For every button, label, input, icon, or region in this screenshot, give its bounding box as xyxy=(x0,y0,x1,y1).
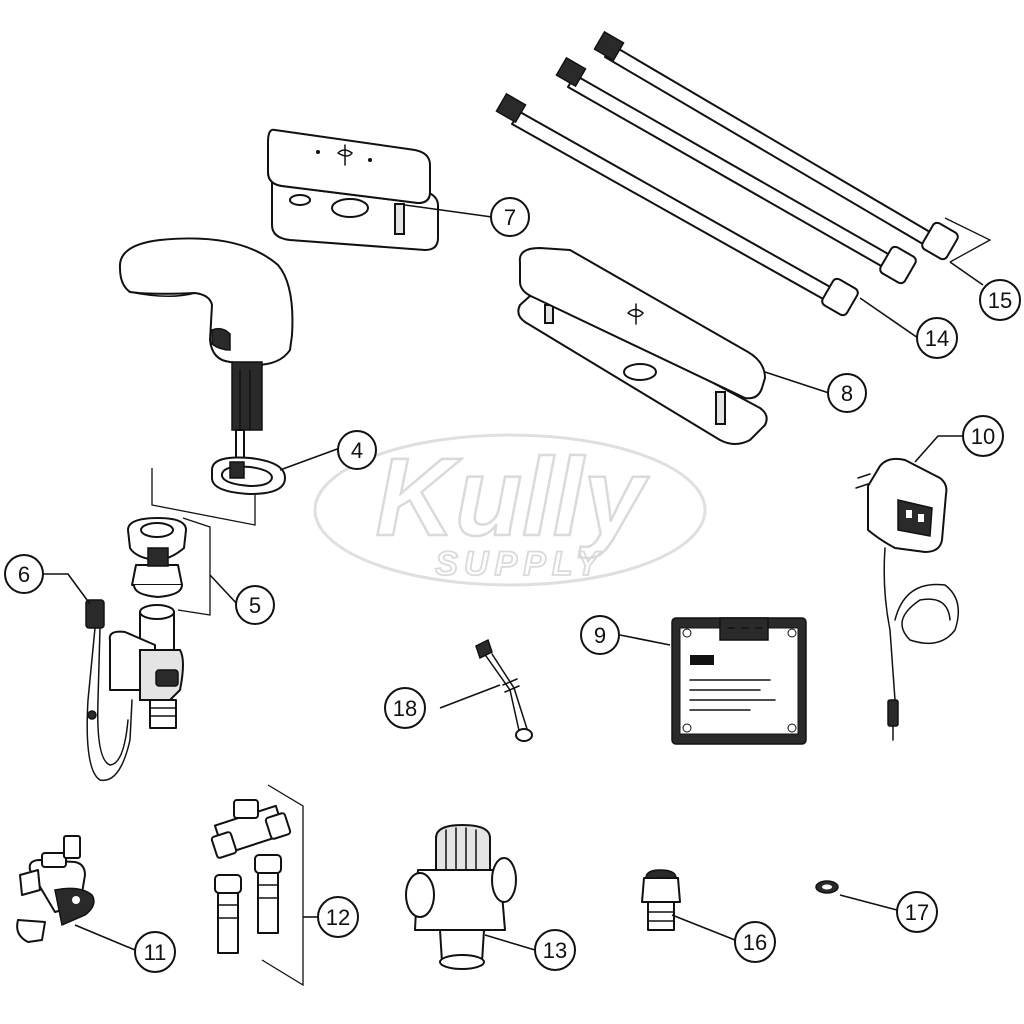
callout-12: 12 xyxy=(317,896,359,938)
callout-10: 10 xyxy=(962,415,1004,457)
watermark-logo: Kully SUPPLY xyxy=(313,433,707,587)
part-16-adapter-fitting xyxy=(641,869,681,931)
leader-lines xyxy=(40,204,984,951)
callout-14: 14 xyxy=(916,317,958,359)
callout-label: 17 xyxy=(905,900,929,925)
callout-9: 9 xyxy=(580,615,620,655)
callout-5: 5 xyxy=(235,585,275,625)
part-7-small-deck-plate xyxy=(267,128,439,251)
callout-label: 5 xyxy=(249,593,261,618)
callout-label: 14 xyxy=(925,326,949,351)
callout-label: 4 xyxy=(351,438,363,463)
callout-11: 11 xyxy=(134,931,176,973)
callout-7: 7 xyxy=(490,197,530,237)
callout-label: 10 xyxy=(971,424,995,449)
part-8-large-deck-plate xyxy=(517,247,768,445)
faucet-spout xyxy=(118,237,294,459)
callout-label: 9 xyxy=(594,623,606,648)
callout-6: 6 xyxy=(4,554,44,594)
watermark-sub-text: SUPPLY xyxy=(435,545,605,583)
callout-16: 16 xyxy=(734,921,776,963)
part-4-base-gasket xyxy=(211,456,286,495)
watermark-logo-text: Kully xyxy=(376,436,650,559)
callout-label: 6 xyxy=(18,562,30,587)
callout-label: 15 xyxy=(988,288,1012,313)
callout-18: 18 xyxy=(384,687,426,729)
part-11-angle-stop xyxy=(16,835,95,943)
bracket-lines xyxy=(151,217,992,987)
callout-4: 4 xyxy=(337,430,377,470)
part-9-control-box xyxy=(671,617,807,745)
callout-label: 13 xyxy=(543,938,567,963)
callout-label: 18 xyxy=(393,696,417,721)
part-5-mounting-hardware xyxy=(127,517,187,598)
callout-13: 13 xyxy=(534,929,576,971)
callout-8: 8 xyxy=(827,373,867,413)
part-18-sensor-wire xyxy=(475,638,533,742)
callout-label: 8 xyxy=(841,381,853,406)
callout-label: 16 xyxy=(743,930,767,955)
callout-label: 7 xyxy=(504,205,516,230)
callout-label: 11 xyxy=(144,940,167,965)
callout-label: 12 xyxy=(326,905,350,930)
part-6-solenoid-valve-assembly xyxy=(85,599,184,781)
part-14-15-supply-hoses xyxy=(495,30,959,317)
part-17-washer xyxy=(815,880,839,894)
part-10-power-adapter xyxy=(855,457,960,741)
part-12-tee-fittings xyxy=(210,799,292,954)
part-13-mixing-valve xyxy=(405,823,517,970)
callout-17: 17 xyxy=(896,891,938,933)
callout-15: 15 xyxy=(979,279,1021,321)
